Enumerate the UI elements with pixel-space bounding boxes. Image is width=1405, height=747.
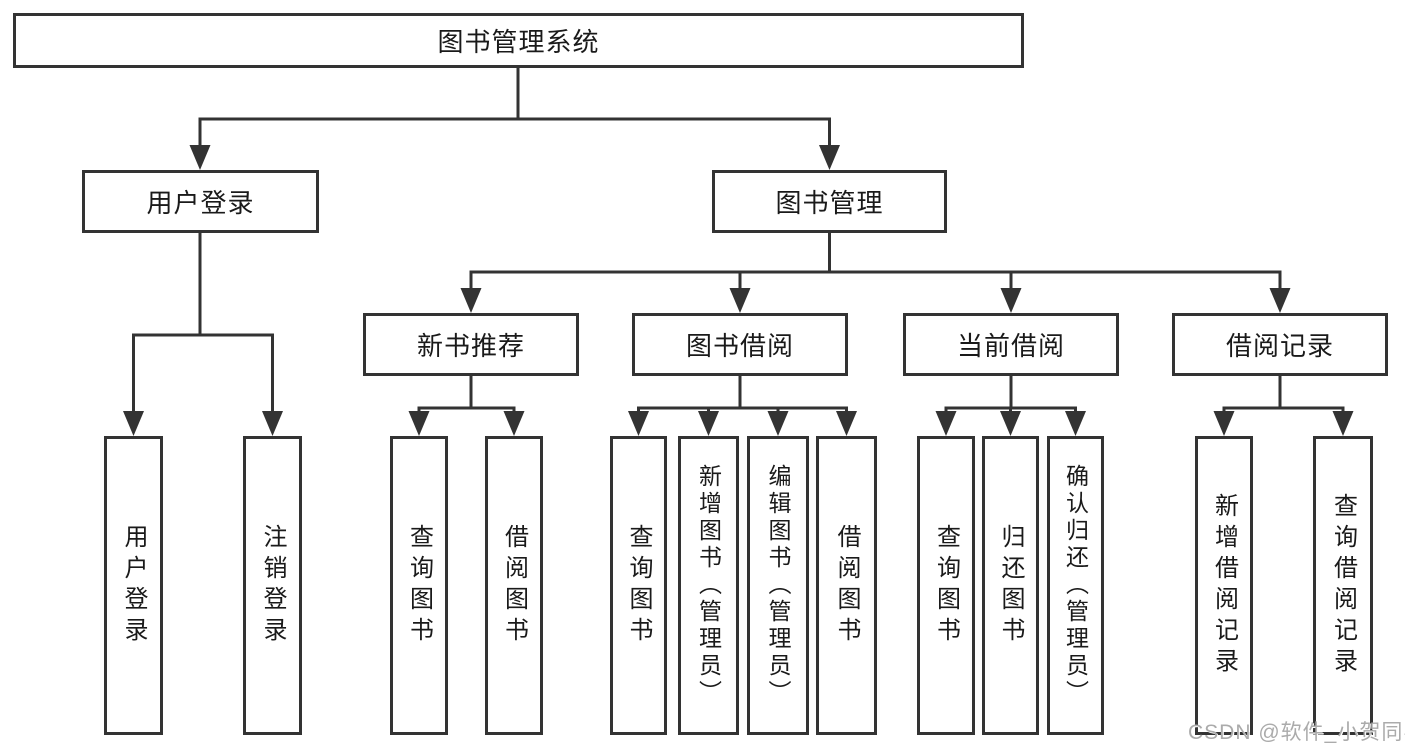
leaf-confirm-return-admin: 确认归还（管理员） [1047,436,1104,735]
arrowhead-icons [123,145,1354,436]
leaf-query-books-3: 查询图书 [917,436,975,735]
node-book-management: 图书管理 [712,170,947,233]
node-borrow-records-label: 借阅记录 [1225,331,1334,361]
leaf-query-books-1: 查询图书 [390,436,448,735]
leaf-borrow-books-1: 借阅图书 [485,436,543,735]
node-new-book-recommend: 新书推荐 [363,313,579,376]
leaf-logout: 注销登录 [243,436,302,735]
leaf-user-login: 用户登录 [104,436,163,735]
leaf-add-book-admin: 新增图书（管理员） [678,436,739,735]
leaf-add-borrow-record: 新增借阅记录 [1195,436,1253,735]
node-library-system-label: 图书管理系统 [437,27,600,57]
leaf-query-books-3-label: 查询图书 [932,523,960,648]
leaf-user-login-label: 用户登录 [120,523,147,648]
leaf-query-books-2: 查询图书 [610,436,667,735]
leaf-return-book: 归还图书 [982,436,1039,735]
node-library-system: 图书管理系统 [13,13,1024,68]
leaf-logout-label: 注销登录 [259,523,286,648]
leaf-query-books-1-label: 查询图书 [405,523,433,648]
watermark: CSDN @软件_小贺同学 [1188,721,1405,744]
leaf-query-books-2-label: 查询图书 [625,523,652,648]
leaf-return-book-label: 归还图书 [997,523,1024,648]
node-book-management-label: 图书管理 [775,188,884,218]
leaf-confirm-return-admin-label: 确认归还（管理员） [1062,464,1089,707]
node-current-borrowing: 当前借阅 [903,313,1119,376]
leaf-edit-book-admin: 编辑图书（管理员） [747,436,809,735]
leaf-borrow-books-2: 借阅图书 [816,436,877,735]
node-current-borrowing-label: 当前借阅 [956,331,1065,361]
leaf-edit-book-admin-label: 编辑图书（管理员） [765,464,791,707]
leaf-query-borrow-record-label: 查询借阅记录 [1329,492,1357,679]
node-new-book-recommend-label: 新书推荐 [416,331,525,361]
leaf-query-borrow-record: 查询借阅记录 [1313,436,1373,735]
leaf-borrow-books-1-label: 借阅图书 [500,523,528,648]
node-book-borrowing-label: 图书借阅 [685,331,794,361]
node-user-login-label: 用户登录 [146,188,255,218]
node-user-login: 用户登录 [82,170,319,233]
leaf-borrow-books-2-label: 借阅图书 [833,523,860,648]
leaf-add-borrow-record-label: 新增借阅记录 [1210,492,1238,679]
leaf-add-book-admin-label: 新增图书（管理员） [695,464,722,707]
node-book-borrowing: 图书借阅 [632,313,848,376]
node-borrow-records: 借阅记录 [1172,313,1388,376]
